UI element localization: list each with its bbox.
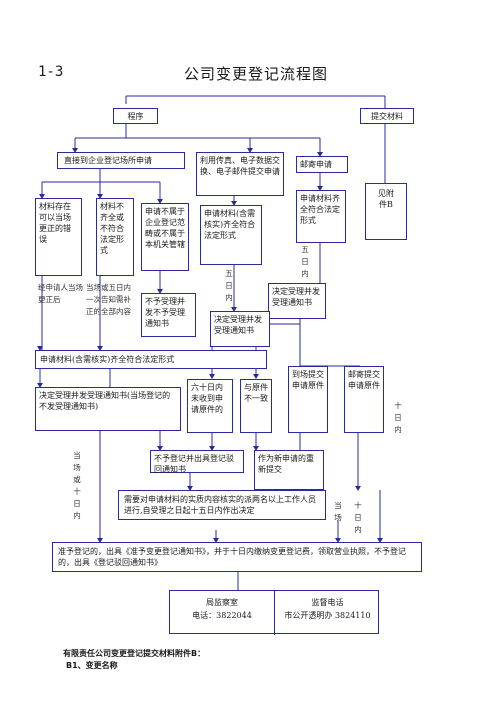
section-number: 1-3 bbox=[38, 64, 64, 80]
hotline-label: 监督电话 bbox=[311, 598, 344, 607]
procedure-box: 程序 bbox=[113, 108, 158, 124]
ten-days-note-2: 十日内 bbox=[354, 501, 362, 534]
not-accept-notice-box: 不予受理并发不予受理通知书 bbox=[141, 293, 196, 337]
materials-complete-bar: 申请材料(含需核实)齐全符合法定形式 bbox=[35, 350, 267, 369]
reapply-box: 作为新申请的重新提交 bbox=[254, 450, 324, 490]
submit-materials-box: 提交材料 bbox=[360, 108, 414, 124]
materials-errors-box: 材料存在可以当场更正的错误 bbox=[35, 198, 82, 276]
five-days-note-b: 五日内 bbox=[301, 245, 309, 278]
inconsistent-box: 与原件不一致 bbox=[240, 379, 272, 433]
five-days-note-a: 五日内 bbox=[225, 269, 233, 302]
reject-notice-box: 不予登记并出具登记驳回通知书 bbox=[150, 450, 244, 474]
one-time-notice-note: 当场或五日内一次告知需补正的全部内容 bbox=[86, 283, 131, 316]
final-decision-box: 准予登记的，出具《准予变更登记通知书》，并于十日内缴纳变更登记费，领取营业执照，… bbox=[52, 542, 422, 572]
attachment-title: 有限责任公司变更登记提交材料附件B： bbox=[63, 649, 206, 658]
contacts-divider bbox=[274, 591, 275, 635]
supervision-label: 局监察室 bbox=[206, 598, 238, 607]
materials-complete-box-2: 申请材料齐全符合法定形式 bbox=[296, 190, 346, 243]
onsite-note: 当场 bbox=[334, 501, 342, 522]
attachment-item: B1、变更名称 bbox=[66, 661, 118, 670]
decide-accept-box-2: 决定受理并发受理通知书 bbox=[210, 311, 270, 347]
hotline-phone: 市公开透明办 3824110 bbox=[284, 611, 371, 620]
supervision-phone: 电话：3822044 bbox=[192, 611, 252, 620]
sixty-days-box: 六十日内未收到申请原件的 bbox=[187, 379, 233, 433]
onsite-or-ten-days-note: 当场或十日内 bbox=[73, 451, 81, 520]
electronic-apply-box: 利用传真、电子数据交换、电子邮件提交申请 bbox=[196, 152, 284, 196]
submit-original-onsite-box: 到场提交申请原件 bbox=[288, 366, 328, 433]
contacts-box: 局监察室 电话：3822044 监督电话 市公开透明办 3824110 bbox=[169, 590, 379, 635]
see-attachment-box: 见附件B bbox=[365, 183, 407, 240]
verify-materials-box: 需要对申请材料的实质内容核实的派两名以上工作人员进行,自受理之日起十五日内作出决… bbox=[118, 490, 326, 520]
mail-apply-box: 邮寄申请 bbox=[296, 156, 348, 173]
mail-original-box: 邮寄提交申请原件 bbox=[344, 366, 384, 433]
materials-complete-box-1: 申请材料(含需核实)齐全符合法定形式 bbox=[200, 205, 262, 265]
page-title: 公司变更登记流程图 bbox=[184, 65, 329, 83]
ten-days-note: 十日内 bbox=[394, 401, 402, 434]
materials-incomplete-box: 材料不齐全或不符合法定形式 bbox=[96, 198, 134, 276]
decide-accept-box-3: 决定受理并发受理通知书(当场登记的不发受理通知书) bbox=[35, 387, 181, 431]
not-in-scope-box: 申请不属于企业登记范畴或不属于本机关管辖 bbox=[141, 203, 189, 271]
onsite-correct-note: 经申请人当场更正后 bbox=[38, 283, 83, 304]
decide-accept-box-1: 决定受理并发受理通知书 bbox=[268, 283, 326, 319]
direct-apply-box: 直接到企业登记场所申请 bbox=[57, 152, 185, 169]
